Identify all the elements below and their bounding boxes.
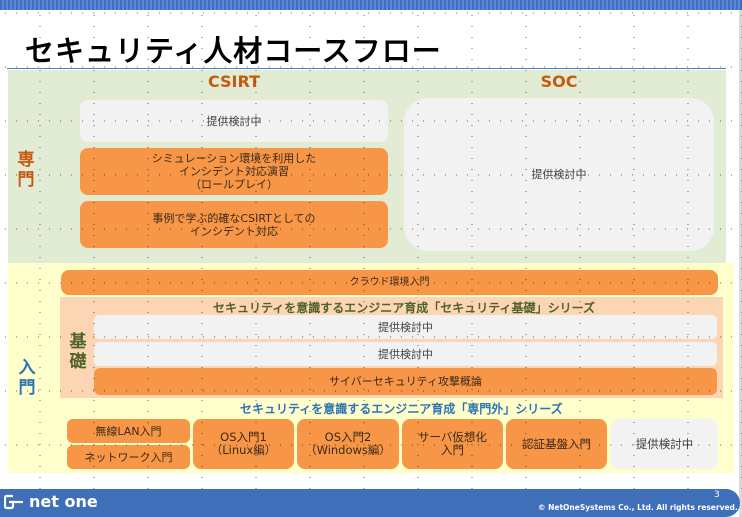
slide-title: セキュリティ人材コースフロー xyxy=(25,34,442,68)
logo-text: net one xyxy=(29,492,98,511)
kiso-course-planned-1[interactable]: 提供検討中 xyxy=(94,315,717,339)
netone-logo: net one xyxy=(4,492,98,511)
top-banner xyxy=(0,0,742,10)
page-number: 3 xyxy=(714,490,720,500)
csirt-course-simulation[interactable]: シミュレーション環境を利用した インシデント対応演習 （ロールプレイ） xyxy=(80,148,388,195)
kiso-label: 基礎 xyxy=(69,332,87,372)
kiso-course-planned-2[interactable]: 提供検討中 xyxy=(94,342,717,366)
csirt-course-planned[interactable]: 提供検討中 xyxy=(80,100,388,142)
course-os-windows[interactable]: OS入門2 （Windows編） xyxy=(297,419,399,469)
csirt-heading: CSIRT xyxy=(207,72,261,91)
soc-heading: SOC xyxy=(540,72,578,91)
course-wireless-lan[interactable]: 無線LAN入門 xyxy=(67,419,190,443)
copyright: © NetOneSystems Co., Ltd. All rights res… xyxy=(538,503,738,512)
course-server-virtualization[interactable]: サーバ仮想化 入門 xyxy=(402,419,503,469)
footer-bar xyxy=(0,489,740,517)
kiso-series-title: セキュリティを意識するエンジニア育成「セキュリティ基礎」シリーズ xyxy=(213,301,595,315)
soc-course-planned[interactable]: 提供検討中 xyxy=(404,98,714,251)
senmongai-series-title: セキュリティを意識するエンジニア育成「専門外」シリーズ xyxy=(240,402,563,416)
title-divider xyxy=(7,68,726,69)
cloud-course[interactable]: クラウド環境入門 xyxy=(61,270,718,295)
senmon-label: 専門 xyxy=(17,150,35,190)
course-os-linux[interactable]: OS入門1 （Linux編） xyxy=(193,419,294,469)
netone-logo-icon xyxy=(4,494,23,509)
course-planned[interactable]: 提供検討中 xyxy=(611,419,718,469)
kiso-course-cyber-attack[interactable]: サイバーセキュリティ攻撃概論 xyxy=(94,368,717,395)
csirt-course-case-study[interactable]: 事例で学ぶ的確なCSIRTとしての インシデント対応 xyxy=(80,201,388,248)
course-network[interactable]: ネットワーク入門 xyxy=(67,445,190,469)
nyumon-label: 入門 xyxy=(18,358,36,398)
course-authentication[interactable]: 認証基盤入門 xyxy=(506,419,607,469)
